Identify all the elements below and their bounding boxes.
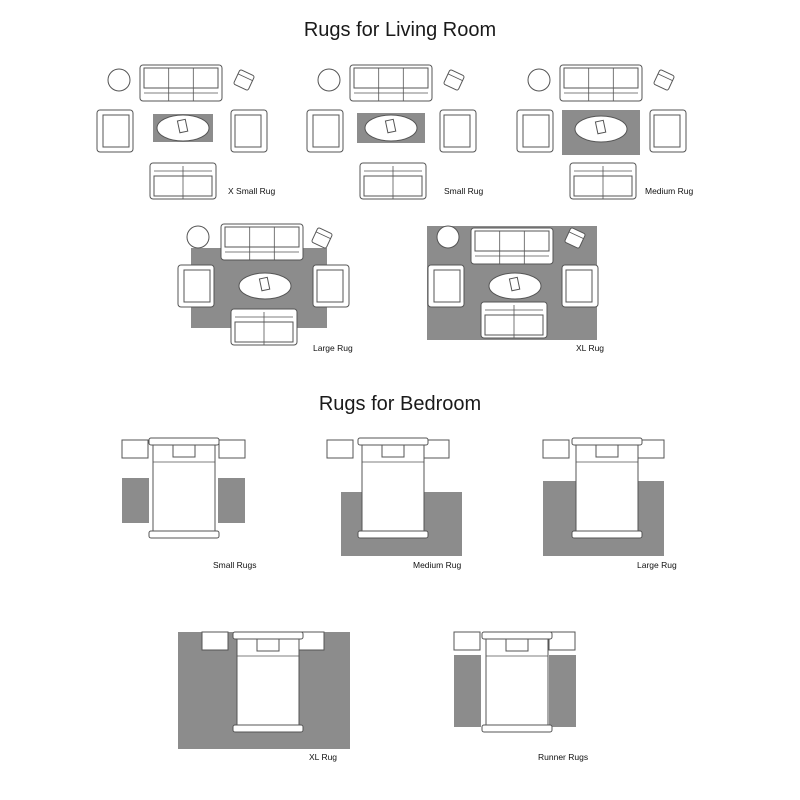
bedroom-layout-xl bbox=[178, 631, 350, 749]
bedroom-caption-medium: Medium Rug bbox=[413, 560, 462, 570]
living-caption-x-small: X Small Rug bbox=[228, 186, 276, 196]
living-caption-medium: Medium Rug bbox=[645, 186, 694, 196]
living-layout-large bbox=[177, 223, 350, 346]
rug-small-right bbox=[218, 478, 245, 523]
bedroom-caption-large: Large Rug bbox=[637, 560, 677, 570]
bedroom-caption-small: Small Rugs bbox=[213, 560, 257, 570]
living-layout-small bbox=[306, 64, 477, 200]
living-room-heading: Rugs for Living Room bbox=[303, 19, 497, 41]
bedroom-heading: Rugs for Bedroom bbox=[318, 393, 482, 415]
rug-runner-left bbox=[454, 655, 481, 727]
rug-small-left bbox=[122, 478, 149, 523]
bedroom-layout-medium bbox=[326, 437, 462, 556]
living-caption-large: Large Rug bbox=[313, 343, 353, 353]
bedroom-caption-xl: XL Rug bbox=[309, 752, 338, 762]
bedroom-layout-runner bbox=[453, 631, 576, 733]
living-layout-medium bbox=[516, 64, 687, 200]
living-caption-small: Small Rug bbox=[444, 186, 484, 196]
bedroom-layout-small bbox=[121, 437, 246, 539]
bedroom-layout-large bbox=[542, 437, 665, 556]
bedroom-caption-runner: Runner Rugs bbox=[538, 752, 589, 762]
living-layout-x-small bbox=[96, 64, 268, 200]
living-layout-xl bbox=[427, 225, 599, 340]
living-caption-xl: XL Rug bbox=[576, 343, 605, 353]
rug-runner-right bbox=[549, 655, 576, 727]
